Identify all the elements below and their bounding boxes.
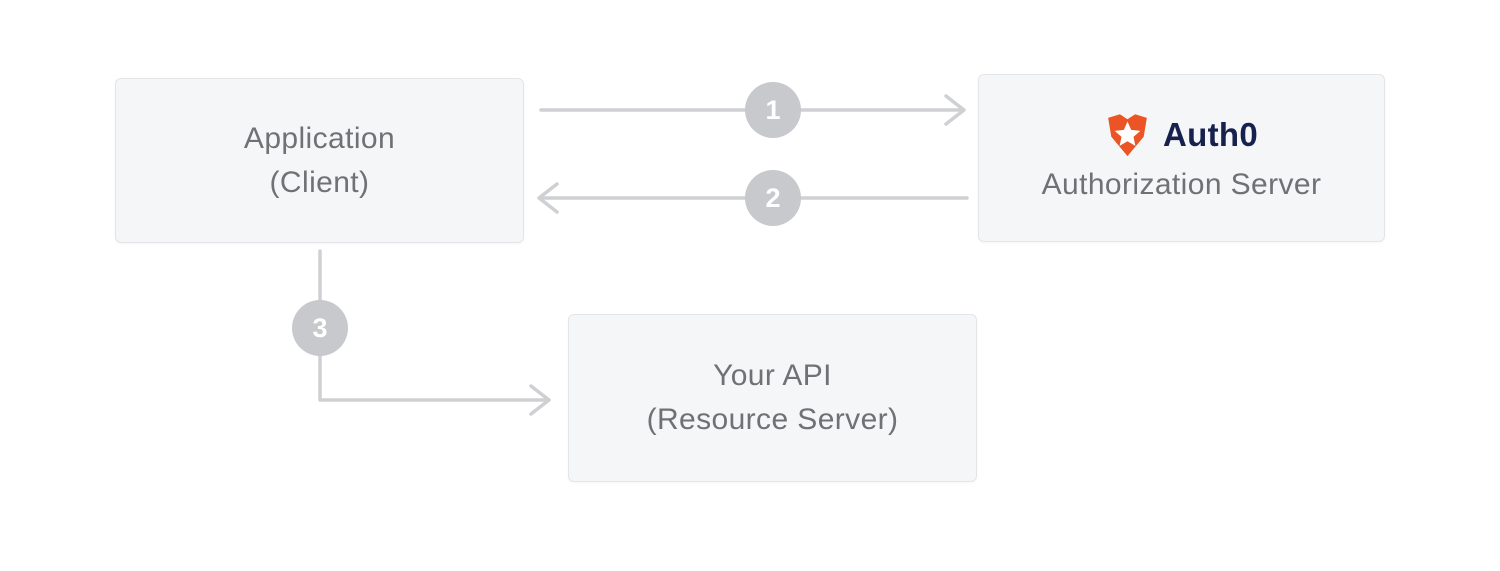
- auth0-brand-row: Auth0: [1105, 110, 1258, 160]
- step-number: 3: [312, 312, 328, 343]
- your-api-node: Your API (Resource Server): [568, 314, 977, 482]
- authorization-server-title: Authorization Server: [1041, 167, 1322, 201]
- api-subtitle: (Resource Server): [646, 403, 899, 436]
- auth0-brand-text: Auth0: [1163, 115, 1258, 153]
- application-subtitle: (Client): [269, 165, 370, 199]
- step-badge-3: 3: [292, 300, 348, 356]
- application-client-node: Application (Client): [115, 78, 524, 243]
- step-badge-2: 2: [745, 170, 801, 226]
- arrow-3-application-to-api: [318, 249, 551, 416]
- api-title: Your API: [713, 359, 832, 392]
- step-number: 2: [765, 182, 781, 213]
- auth0-shield-icon: [1108, 113, 1147, 156]
- auth0-authorization-server-node: Auth0 Authorization Server: [978, 74, 1385, 242]
- step-badge-1: 1: [745, 82, 801, 138]
- application-title: Application: [243, 121, 396, 155]
- step-number: 1: [765, 94, 781, 125]
